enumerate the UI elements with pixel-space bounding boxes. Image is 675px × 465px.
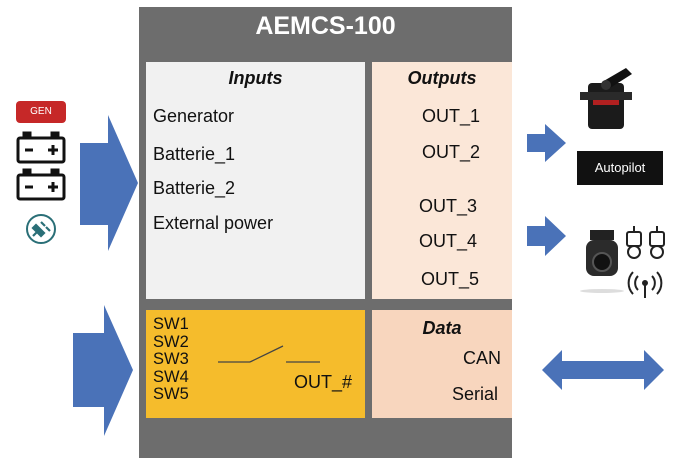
input-item-battery-2: Batterie_2: [153, 178, 236, 198]
switch-symbol: [218, 345, 320, 363]
output-item-3: OUT_3: [419, 196, 478, 216]
battery-icon: [16, 131, 66, 164]
data-item-serial: Serial: [452, 384, 499, 404]
output-item-1: OUT_1: [422, 106, 481, 126]
generator-badge: GEN: [16, 101, 66, 123]
switch-panel: [146, 310, 365, 418]
switch-item-5: SW5: [153, 385, 189, 403]
plug-icon: [26, 214, 56, 244]
autopilot-label: Autopilot: [577, 151, 663, 185]
switch-output-label: OUT_#: [294, 372, 353, 392]
data-panel: [372, 310, 512, 418]
output-arrow-lower: [527, 216, 566, 256]
input-item-battery-1: Batterie_1: [153, 144, 236, 164]
outputs-header: Outputs: [407, 68, 477, 88]
input-item-generator: Generator: [153, 106, 235, 126]
output-item-5: OUT_5: [421, 269, 480, 289]
engine-icon: [626, 226, 665, 259]
input-item-external-power: External power: [153, 213, 274, 233]
output-item-2: OUT_2: [422, 142, 481, 162]
outputs-panel: [372, 62, 512, 299]
data-header: Data: [422, 318, 462, 338]
output-item-4: OUT_4: [419, 231, 478, 251]
inputs-panel: [146, 62, 365, 299]
switch-item-2: SW2: [153, 332, 189, 351]
data-item-can: CAN: [463, 348, 502, 368]
module-title: AEMCS-100: [255, 12, 396, 40]
switch-item-4: SW4: [153, 367, 189, 386]
antenna-icon: [627, 271, 663, 298]
servo-icon: [580, 68, 632, 129]
input-arrow-bottom: [73, 305, 133, 436]
battery-icon-2: [16, 168, 66, 201]
switch-item-3: SW3: [153, 350, 189, 368]
switch-item-1: SW1: [153, 315, 189, 333]
input-arrow-top: [80, 115, 138, 251]
output-arrow-upper: [527, 124, 566, 162]
data-double-arrow: [542, 350, 664, 390]
inputs-header: Inputs: [228, 68, 283, 88]
camera-gimbal-icon: [580, 230, 624, 293]
